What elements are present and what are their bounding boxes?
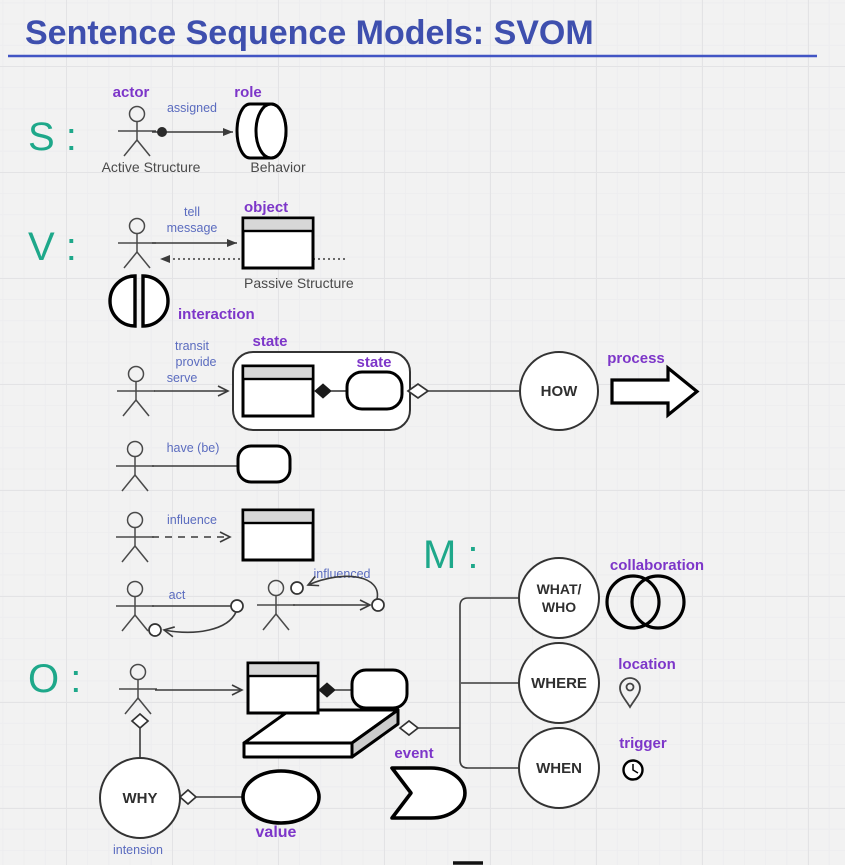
value-aggregation-diamond bbox=[178, 788, 198, 806]
assigned-edge-label: assigned bbox=[167, 101, 217, 115]
why-aggregation-diamond bbox=[130, 712, 150, 730]
actor-figure-icon bbox=[117, 105, 157, 157]
state-object-box bbox=[241, 364, 315, 418]
process-arrow-icon bbox=[610, 364, 700, 419]
value-ellipse bbox=[241, 769, 321, 825]
section-act: act influenced bbox=[115, 567, 385, 638]
m-aggregation-diamond bbox=[398, 719, 420, 737]
act-return-edge bbox=[162, 611, 237, 638]
section-letter-o: O : bbox=[28, 657, 81, 701]
act-label: act bbox=[169, 588, 186, 602]
influenced-target-port bbox=[371, 598, 385, 612]
assigned-edge-dot bbox=[157, 127, 167, 137]
actor-figure-icon bbox=[115, 440, 155, 492]
section-letter-s: S : bbox=[28, 115, 77, 159]
interaction-icon bbox=[108, 274, 137, 328]
influence-object-box bbox=[241, 508, 315, 562]
passive-structure-box bbox=[241, 216, 315, 270]
interaction-label: interaction bbox=[178, 306, 255, 323]
interaction-icon bbox=[141, 274, 170, 328]
section-influence: influence bbox=[115, 508, 315, 563]
serve-label: serve bbox=[167, 371, 198, 385]
have-state-node bbox=[236, 444, 292, 484]
actor-label: actor bbox=[113, 84, 150, 101]
collaboration-label: collaboration bbox=[610, 557, 704, 574]
page-title: Sentence Sequence Models: SVOM bbox=[25, 14, 594, 52]
event-icon bbox=[390, 766, 467, 820]
how-circle bbox=[519, 351, 599, 431]
act-return-port bbox=[148, 623, 162, 637]
intension-caption: intension bbox=[113, 843, 163, 857]
actor-figure-icon bbox=[117, 217, 157, 269]
location-pin-icon bbox=[619, 677, 641, 709]
why-label: WHY bbox=[123, 790, 158, 807]
object-label: object bbox=[244, 199, 288, 216]
actor-figure-icon bbox=[115, 580, 155, 632]
what-who-circle bbox=[518, 557, 600, 639]
location-pin-icon bbox=[625, 682, 635, 692]
when-circle bbox=[518, 727, 600, 809]
what-who-label-1: WHAT/ bbox=[537, 581, 582, 597]
behavior-cylinder-lid bbox=[254, 102, 288, 160]
actor-figure-icon bbox=[115, 511, 155, 563]
passive-structure-caption: Passive Structure bbox=[244, 275, 354, 291]
inner-state-node bbox=[345, 370, 404, 411]
location-label: location bbox=[618, 656, 676, 673]
trigger-clock-hands bbox=[632, 764, 639, 774]
behavior-caption: Behavior bbox=[250, 159, 306, 175]
value-label: value bbox=[256, 824, 297, 841]
section-v: V : tell message object Passive Structur… bbox=[28, 199, 354, 328]
transit-label: transit bbox=[175, 339, 210, 353]
influence-label: influence bbox=[167, 513, 217, 527]
o-object-box bbox=[246, 661, 320, 715]
have-label: have (be) bbox=[167, 441, 220, 455]
act-port bbox=[230, 599, 244, 613]
section-have: have (be) bbox=[115, 440, 292, 492]
section-letter-m: M : bbox=[423, 533, 479, 577]
provide-label: provide bbox=[176, 355, 217, 369]
tell-label: tell bbox=[184, 205, 200, 219]
section-letter-v: V : bbox=[28, 225, 77, 269]
what-who-label-2: WHO bbox=[542, 599, 576, 615]
o-state-node bbox=[350, 668, 409, 710]
collaboration-icon bbox=[630, 574, 686, 630]
influenced-port bbox=[290, 581, 304, 595]
actor-figure-icon bbox=[116, 365, 156, 417]
trigger-label: trigger bbox=[619, 735, 667, 752]
when-label: WHEN bbox=[536, 760, 582, 777]
inner-state-label: state bbox=[356, 354, 391, 371]
section-s: S : actor assigned role Active Structure… bbox=[28, 84, 306, 175]
where-label: WHERE bbox=[531, 675, 587, 692]
section-o: O : WHY intension value event bbox=[28, 657, 483, 865]
section-how: transit provide serve state state HOW pr… bbox=[116, 333, 700, 431]
process-label: process bbox=[607, 350, 665, 367]
m-trunk bbox=[459, 597, 519, 769]
slab-front-face bbox=[242, 741, 354, 759]
active-structure-caption: Active Structure bbox=[102, 159, 201, 175]
influenced-return-edge bbox=[306, 575, 379, 600]
how-circle-label: HOW bbox=[541, 383, 579, 400]
outer-state-label: state bbox=[252, 333, 287, 350]
where-circle bbox=[518, 642, 600, 724]
message-label: message bbox=[167, 221, 218, 235]
event-label: event bbox=[394, 745, 433, 762]
actor-figure-icon bbox=[256, 579, 296, 631]
collaboration-icon bbox=[605, 574, 661, 630]
actor-figure-icon bbox=[118, 663, 158, 715]
role-label: role bbox=[234, 84, 262, 101]
section-m: M : WHAT/ WHO collaboration WHERE locati… bbox=[398, 533, 704, 809]
o-composition-diamond bbox=[318, 682, 336, 698]
